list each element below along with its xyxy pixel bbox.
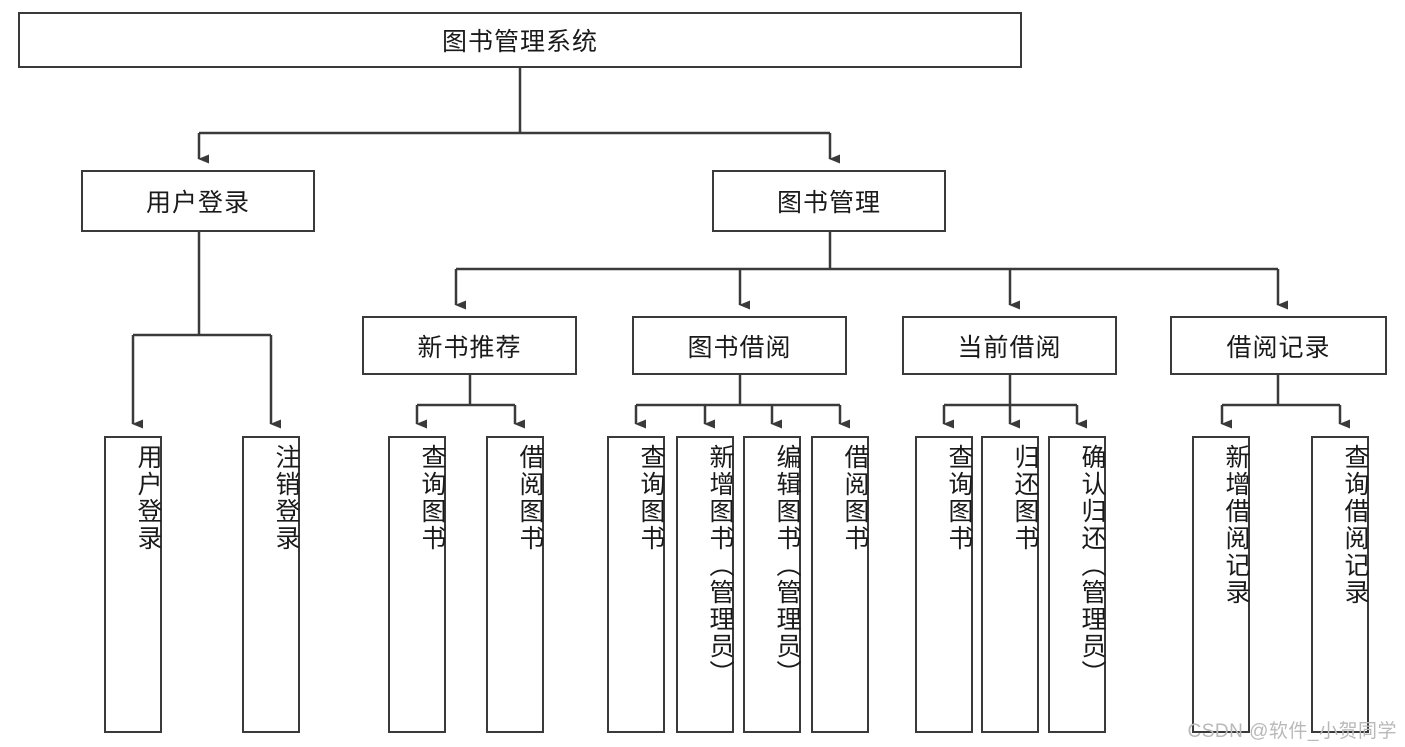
node-label: 当前借阅	[957, 333, 1062, 362]
node-label: 图书管理	[776, 189, 881, 217]
node-label: 用户登录	[134, 444, 162, 552]
node-user-login[interactable]: 用户登录	[81, 170, 315, 232]
node-label: 用户登录	[145, 189, 250, 217]
node-book-borrow[interactable]: 图书借阅	[632, 316, 847, 375]
leaf-current-query-book[interactable]: 查询图书	[915, 436, 973, 733]
leaf-recommend-query-book[interactable]: 查询图书	[388, 436, 446, 733]
node-label: 查询借阅记录	[1341, 444, 1369, 606]
node-label: 借阅图书	[516, 444, 544, 552]
node-label: 图书管理系统	[441, 28, 598, 56]
leaf-logout-login[interactable]: 注销登录	[242, 436, 300, 733]
node-label: 查询图书	[637, 444, 665, 552]
node-label: 查询图书	[945, 444, 973, 552]
watermark: CSDN @软件_小贺同学	[1187, 721, 1397, 742]
node-label: 图书借阅	[687, 333, 792, 362]
leaf-record-query-borrow-record[interactable]: 查询借阅记录	[1311, 436, 1369, 733]
node-label: 新书推荐	[417, 333, 522, 362]
node-label: 新增图书（管理员）	[706, 444, 734, 687]
leaf-recommend-borrow-book[interactable]: 借阅图书	[486, 436, 544, 733]
leaf-record-add-borrow-record[interactable]: 新增借阅记录	[1192, 436, 1250, 733]
node-label: 归还图书	[1011, 444, 1039, 552]
node-book-management[interactable]: 图书管理	[712, 170, 946, 232]
node-label: 注销登录	[272, 444, 300, 552]
leaf-borrow-borrow-book[interactable]: 借阅图书	[811, 436, 869, 733]
leaf-borrow-add-book-admin[interactable]: 新增图书（管理员）	[676, 436, 734, 733]
node-label: 查询图书	[418, 444, 446, 552]
node-label: 确认归还（管理员）	[1078, 444, 1106, 687]
leaf-current-return-book[interactable]: 归还图书	[981, 436, 1039, 733]
leaf-borrow-edit-book-admin[interactable]: 编辑图书（管理员）	[743, 436, 801, 733]
node-label: 新增借阅记录	[1222, 444, 1250, 606]
node-label: 借阅图书	[841, 444, 869, 552]
leaf-borrow-query-book[interactable]: 查询图书	[607, 436, 665, 733]
node-label: 编辑图书（管理员）	[773, 444, 801, 687]
node-borrow-record[interactable]: 借阅记录	[1170, 316, 1387, 375]
node-label: 借阅记录	[1226, 333, 1331, 362]
node-root-book-management-system[interactable]: 图书管理系统	[18, 12, 1022, 68]
leaf-current-confirm-return-admin[interactable]: 确认归还（管理员）	[1048, 436, 1106, 733]
node-current-borrow[interactable]: 当前借阅	[902, 316, 1117, 375]
node-new-book-recommend[interactable]: 新书推荐	[362, 316, 577, 375]
leaf-user-login[interactable]: 用户登录	[104, 436, 162, 733]
